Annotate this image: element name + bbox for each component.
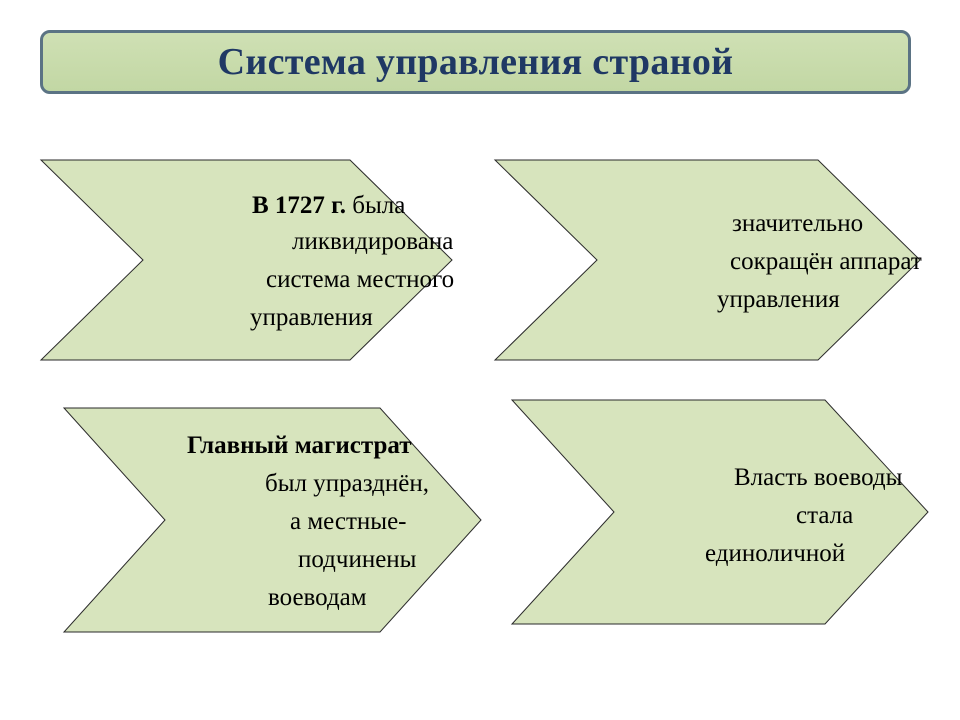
arrow-3-line-4: подчинены [298, 546, 417, 573]
arrow-3-line-3: а местные- [290, 508, 407, 535]
arrow-3-line-5: воеводам [268, 584, 367, 611]
arrow-3-line-2: был упразднён, [265, 470, 429, 497]
arrow-2-line-2: сокращён аппарат [730, 248, 922, 275]
arrow-4-line-1: Власть воеводы [734, 464, 903, 491]
page-title: Система управления страной [217, 41, 734, 83]
arrow-1-line-1: В 1727 г. была [252, 192, 406, 219]
arrow-4-line-3: единоличной [705, 540, 846, 567]
arrow-4-line-2: стала [796, 502, 854, 529]
arrow-3-line-1: Главный магистрат [187, 432, 412, 459]
arrow-2-line-3: управления [717, 286, 840, 313]
arrow-2-line-1: значительно [732, 210, 864, 237]
title-banner: Система управления страной [40, 30, 911, 94]
chevron-shape-1 [39, 159, 453, 361]
arrow-1-line-4: управления [250, 304, 373, 331]
chevron-shape-2 [493, 159, 921, 361]
arrow-1-line-3: система местного [266, 266, 455, 293]
chevron-shape-4 [510, 399, 929, 625]
arrow-1-line-2: ликвидирована [292, 228, 454, 255]
chevron-shape-3 [62, 407, 482, 633]
